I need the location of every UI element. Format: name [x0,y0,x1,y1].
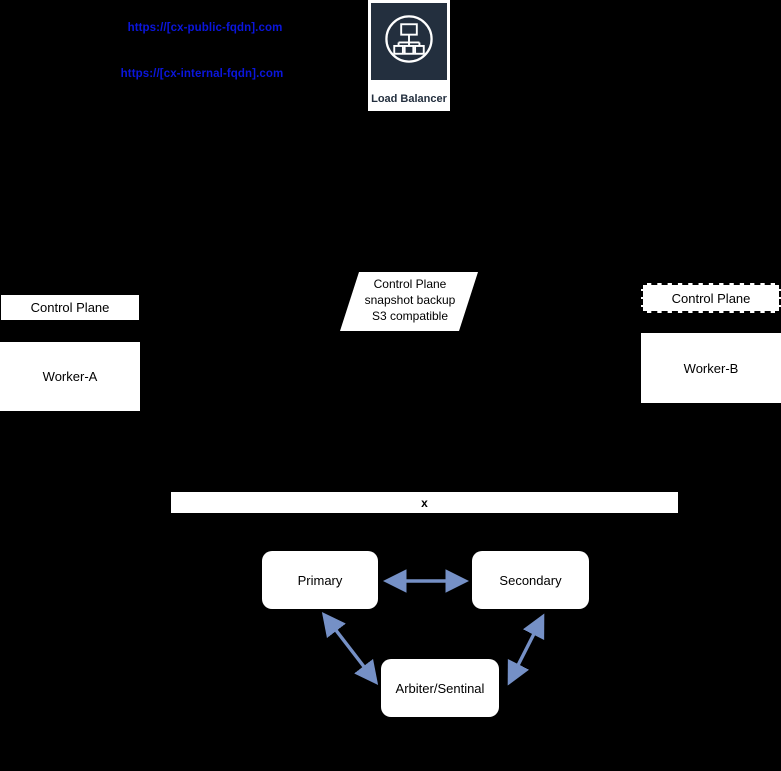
snapshot-backup-node: Control Plane snapshot backup S3 compati… [335,268,485,336]
worker-a-node: Worker-A [0,342,140,411]
right-control-plane-label: Control Plane [671,290,751,306]
snapshot-backup-line2: snapshot backup [364,293,456,307]
left-control-plane-node: Control Plane [0,294,140,321]
worker-b-node: Worker-B [641,333,781,403]
right-control-plane-node: Control Plane [641,283,781,313]
arbiter-node: Arbiter/Sentinal [381,659,499,717]
primary-label: Primary [297,572,343,588]
arbiter-label: Arbiter/Sentinal [395,680,485,696]
replication-bar-label: x [421,495,428,510]
primary-node: Primary [262,551,378,609]
load-balancer-icon [376,6,442,77]
load-balancer-icon-tile [371,3,447,80]
arrow-primary-arbiter [321,611,379,686]
worker-b-label: Worker-B [683,360,739,376]
snapshot-backup-label: Control Plane snapshot backup S3 compati… [345,276,475,324]
worker-a-label: Worker-A [42,369,98,384]
load-balancer-node: Load Balancer [368,0,450,111]
parallelogram-shape [340,272,478,331]
internal-fqdn-link[interactable]: https://[cx-internal-fqdn].com [120,68,284,80]
secondary-node: Secondary [472,551,589,609]
left-control-plane-label: Control Plane [30,300,110,315]
replication-bar: x [171,492,678,513]
load-balancer-label: Load Balancer [371,93,447,105]
secondary-label: Secondary [499,572,562,588]
public-fqdn-link[interactable]: https://[cx-public-fqdn].com [127,22,283,34]
snapshot-backup-line3: S3 compatible [371,309,449,323]
snapshot-backup-line1: Control Plane [373,277,447,291]
arrow-arbiter-secondary [507,613,545,686]
